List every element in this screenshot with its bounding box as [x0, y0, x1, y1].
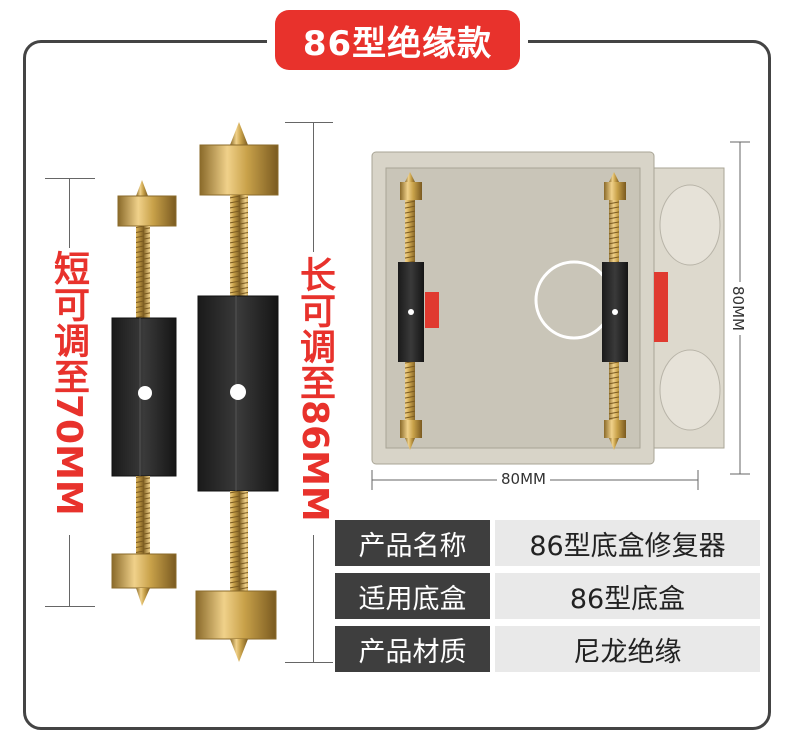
- spec-value: 86型底盒: [495, 573, 760, 619]
- spec-row: 适用底盒 86型底盒: [335, 573, 760, 619]
- short-rod: [111, 180, 177, 606]
- spec-label: 适用底盒: [335, 573, 490, 619]
- spec-label: 产品材质: [335, 626, 490, 672]
- title-badge: 86型绝缘款: [275, 10, 520, 70]
- long-rod-label: 长可调至86MM: [294, 256, 335, 522]
- spec-row: 产品材质 尼龙绝缘: [335, 626, 760, 672]
- spec-value: 尼龙绝缘: [495, 626, 760, 672]
- box-width-label: 80MM: [497, 470, 550, 488]
- spec-value: 86型底盒修复器: [495, 520, 760, 566]
- short-dim-line-bottom: [69, 535, 70, 606]
- long-dim-line-top: [313, 122, 314, 252]
- junction-box: [371, 151, 725, 465]
- long-dim-top-tick: [285, 122, 333, 123]
- spec-row: 产品名称 86型底盒修复器: [335, 520, 760, 566]
- long-dim-bottom-tick: [285, 662, 333, 663]
- long-dim-line-bottom: [313, 535, 314, 662]
- short-dim-line-top: [69, 178, 70, 248]
- long-rod: [195, 122, 279, 662]
- box-height-label: 80MM: [729, 282, 747, 335]
- spec-label: 产品名称: [335, 520, 490, 566]
- short-dim-bottom-tick: [45, 606, 95, 607]
- spec-table: 产品名称 86型底盒修复器 适用底盒 86型底盒 产品材质 尼龙绝缘: [335, 513, 760, 679]
- short-rod-label: 短可调至70MM: [48, 250, 89, 516]
- short-dim-top-tick: [45, 178, 95, 179]
